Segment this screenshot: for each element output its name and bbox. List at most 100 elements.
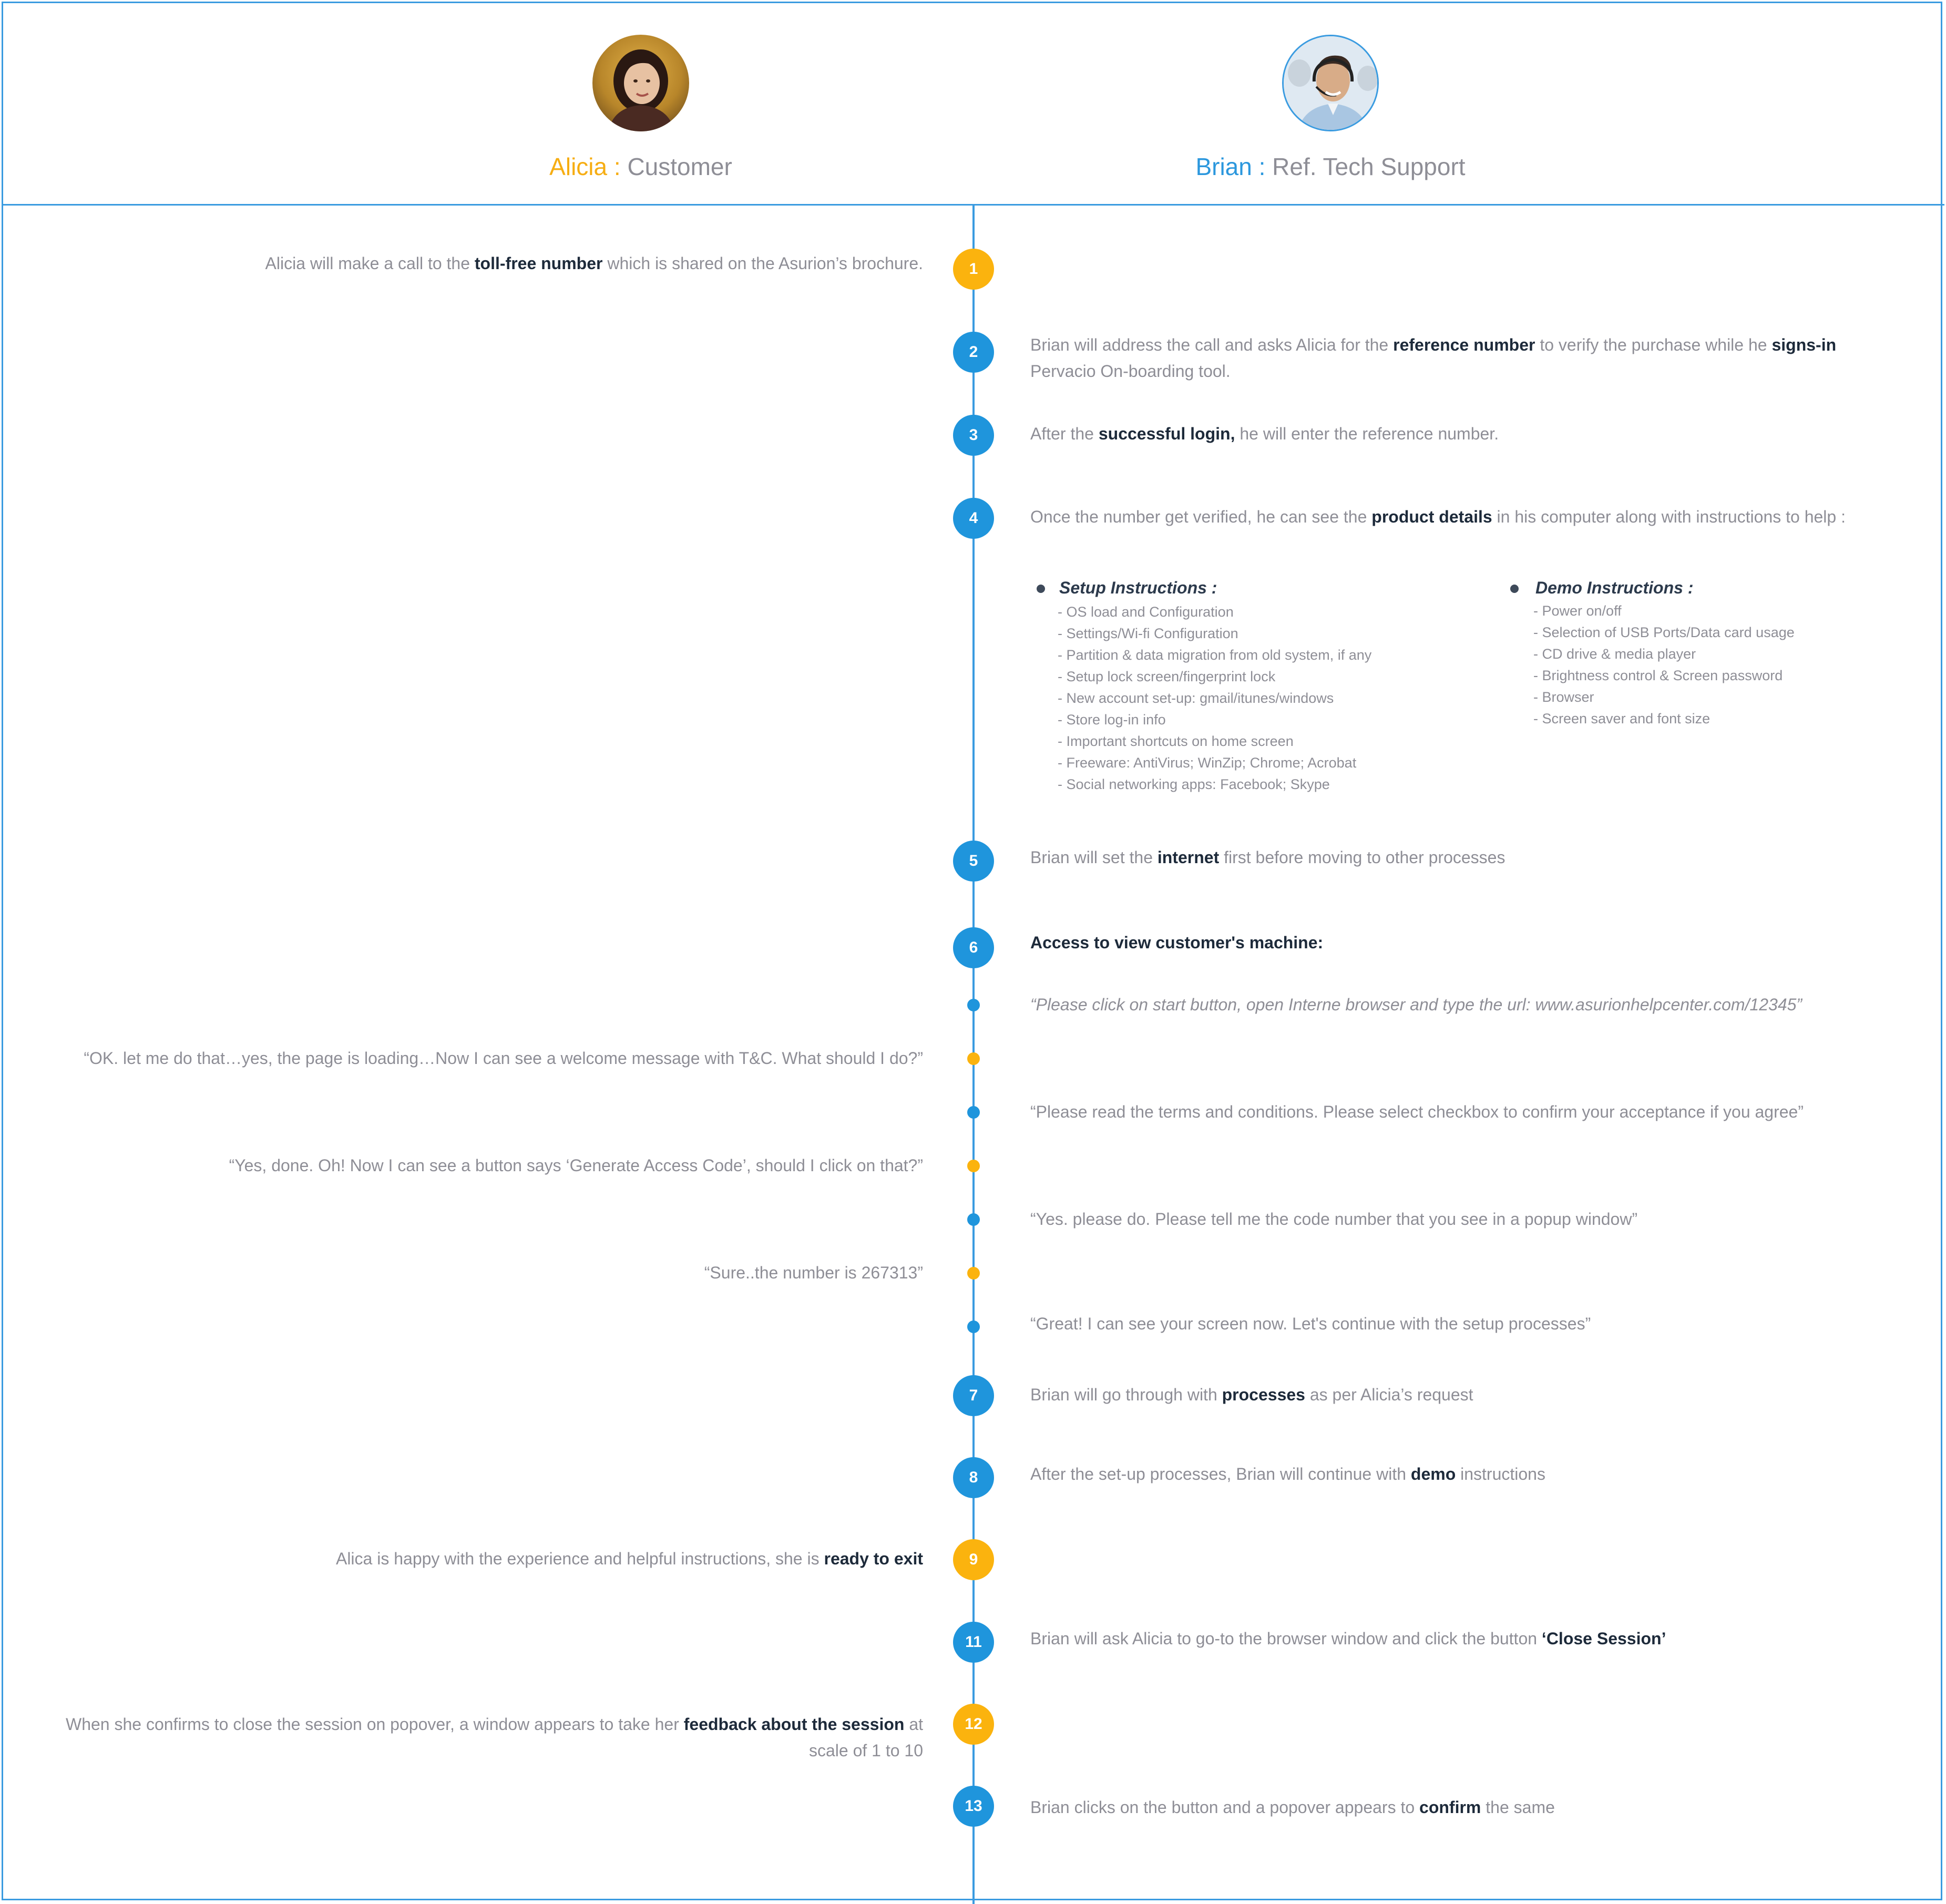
demo-instruction-item: - Screen saver and font size [1533, 711, 1711, 726]
step-12-text: When she confirms to close the session o… [66, 1711, 923, 1764]
step-2-text-pre: Brian will address the call and asks Ali… [1030, 335, 1394, 354]
setup-instruction-item: - Store log-in info [1058, 712, 1166, 728]
setup-instruction-item: - OS load and Configuration [1058, 604, 1234, 620]
dialogue-support-line: “Great! I can see your screen now. Let's… [1030, 1314, 1591, 1333]
customer-name: Alicia [549, 153, 608, 180]
step-6-heading: Access to view customer's machine: [1030, 933, 1324, 952]
step-9-text-pre: Alica is happy with the experience and h… [335, 1549, 824, 1568]
step-12-highlight: feedback about the session [683, 1715, 905, 1734]
step-marker-3: 3 [953, 415, 994, 456]
step-1-highlight: toll-free number [474, 254, 603, 273]
step-2-highlight-2: signs-in [1771, 335, 1837, 354]
step-9-text: Alica is happy with the experience and h… [336, 1545, 923, 1572]
step-2-text-mid: to verify the purchase while he [1535, 335, 1772, 354]
dialogue-support-line: “Please click on start button, open Inte… [1030, 995, 1802, 1014]
step-8-text-post: instructions [1456, 1465, 1545, 1483]
setup-instruction-item: - New account set-up: gmail/itunes/windo… [1058, 690, 1334, 706]
step-11-text-pre: Brian will ask Alicia to go-to the brows… [1030, 1629, 1542, 1648]
step-5-text-post: first before moving to other processes [1219, 848, 1505, 867]
demo-instructions-title: Demo Instructions : [1535, 578, 1694, 597]
step-marker-6: 6 [953, 927, 994, 968]
step-1-text: Alicia will make a call to the toll-free… [265, 250, 923, 277]
support-avatar [1282, 35, 1379, 131]
step-8-highlight: demo [1410, 1465, 1456, 1483]
step-marker-11: 11 [953, 1622, 994, 1663]
step-3-text-pre: After the [1030, 424, 1099, 443]
dialogue-dot-support [967, 1320, 980, 1333]
demo-instruction-item: - Power on/off [1533, 603, 1622, 619]
dialogue-support-line: “Please read the terms and conditions. P… [1030, 1102, 1804, 1121]
dialogue-dot-customer [967, 1267, 980, 1279]
step-1-text-post: which is shared on the Asurion’s brochur… [602, 254, 923, 273]
step-7-highlight: processes [1222, 1385, 1305, 1404]
step-marker-9: 9 [953, 1539, 994, 1580]
step-marker-5: 5 [953, 841, 994, 882]
step-4-text-post: in his computer along with instructions … [1492, 507, 1846, 526]
setup-bullet-icon [1037, 585, 1045, 593]
demo-instruction-item: - Selection of USB Ports/Data card usage [1533, 625, 1795, 640]
setup-instruction-item: - Partition & data migration from old sy… [1058, 647, 1372, 663]
dialogue-dot-support [967, 999, 980, 1011]
setup-instruction-item: - Social networking apps: Facebook; Skyp… [1058, 776, 1330, 792]
step-11-highlight: ‘Close Session’ [1541, 1629, 1666, 1648]
step-7-text-pre: Brian will go through with [1030, 1385, 1222, 1404]
customer-avatar [592, 35, 689, 131]
support-name: Brian [1195, 153, 1252, 180]
step-marker-8: 8 [953, 1457, 994, 1498]
step-4-text: Once the number get verified, he can see… [1030, 504, 1846, 530]
setup-instruction-item: - Setup lock screen/fingerprint lock [1058, 669, 1276, 684]
setup-instruction-item: - Important shortcuts on home screen [1058, 733, 1294, 749]
step-8-text-pre: After the set-up processes, Brian will c… [1030, 1465, 1411, 1483]
step-marker-7: 7 [953, 1375, 994, 1416]
support-role: Ref. Tech Support [1272, 153, 1466, 180]
step-3-text: After the successful login, he will ente… [1030, 421, 1499, 447]
demo-bullet-icon [1510, 585, 1519, 593]
step-marker-1: 1 [953, 249, 994, 290]
step-marker-13: 13 [953, 1786, 994, 1827]
step-8-text: After the set-up processes, Brian will c… [1030, 1461, 1545, 1487]
step-13-highlight: confirm [1419, 1798, 1481, 1817]
step-2-highlight-1: reference number [1393, 335, 1535, 354]
step-9-highlight: ready to exit [824, 1549, 923, 1568]
dialogue-dot-support [967, 1106, 980, 1119]
step-13-text: Brian clicks on the button and a popover… [1030, 1794, 1555, 1820]
step-12-text-pre: When she confirms to close the session o… [65, 1715, 684, 1734]
demo-instruction-item: - Browser [1533, 689, 1594, 705]
setup-instruction-item: - Freeware: AntiVirus; WinZip; Chrome; A… [1058, 755, 1357, 771]
step-12-text-post: at [904, 1715, 923, 1734]
setup-instructions-title: Setup Instructions : [1059, 578, 1217, 597]
dialogue-dot-customer [967, 1052, 980, 1065]
step-2-text-line2: Pervacio On-boarding tool. [1030, 362, 1231, 381]
step-3-text-post: he will enter the reference number. [1235, 424, 1499, 443]
step-13-text-pre: Brian clicks on the button and a popover… [1030, 1798, 1420, 1817]
step-12-text-line2: scale of 1 to 10 [808, 1741, 923, 1760]
step-4-text-pre: Once the number get verified, he can see… [1030, 507, 1372, 526]
step-marker-12: 12 [953, 1704, 994, 1745]
step-7-text-post: as per Alicia’s request [1305, 1385, 1473, 1404]
step-7-text: Brian will go through with processes as … [1030, 1381, 1473, 1408]
customer-label: Alicia : Customer [549, 152, 732, 181]
customer-separator: : [607, 153, 628, 180]
customer-photo [592, 35, 689, 131]
step-marker-4: 4 [953, 498, 994, 539]
step-13-text-post: the same [1481, 1798, 1555, 1817]
setup-instruction-item: - Settings/Wi-fi Configuration [1058, 626, 1238, 641]
demo-instruction-item: - CD drive & media player [1533, 646, 1696, 662]
step-3-highlight: successful login, [1098, 424, 1235, 443]
demo-instruction-item: - Brightness control & Screen password [1533, 668, 1783, 683]
step-5-highlight: internet [1157, 848, 1220, 867]
header-divider [2, 204, 1944, 206]
step-5-text-pre: Brian will set the [1030, 848, 1158, 867]
dialogue-dot-customer [967, 1160, 980, 1172]
dialogue-customer-line: “Sure..the number is 267313” [704, 1263, 923, 1282]
step-marker-2: 2 [953, 332, 994, 373]
step-4-highlight: product details [1371, 507, 1492, 526]
step-2-text: Brian will address the call and asks Ali… [1030, 332, 1836, 384]
support-separator: : [1252, 153, 1273, 180]
support-photo [1284, 36, 1377, 130]
customer-role: Customer [627, 153, 732, 180]
dialogue-dot-support [967, 1213, 980, 1226]
support-label: Brian : Ref. Tech Support [1195, 152, 1465, 181]
dialogue-customer-line: “OK. let me do that…yes, the page is loa… [84, 1049, 923, 1068]
